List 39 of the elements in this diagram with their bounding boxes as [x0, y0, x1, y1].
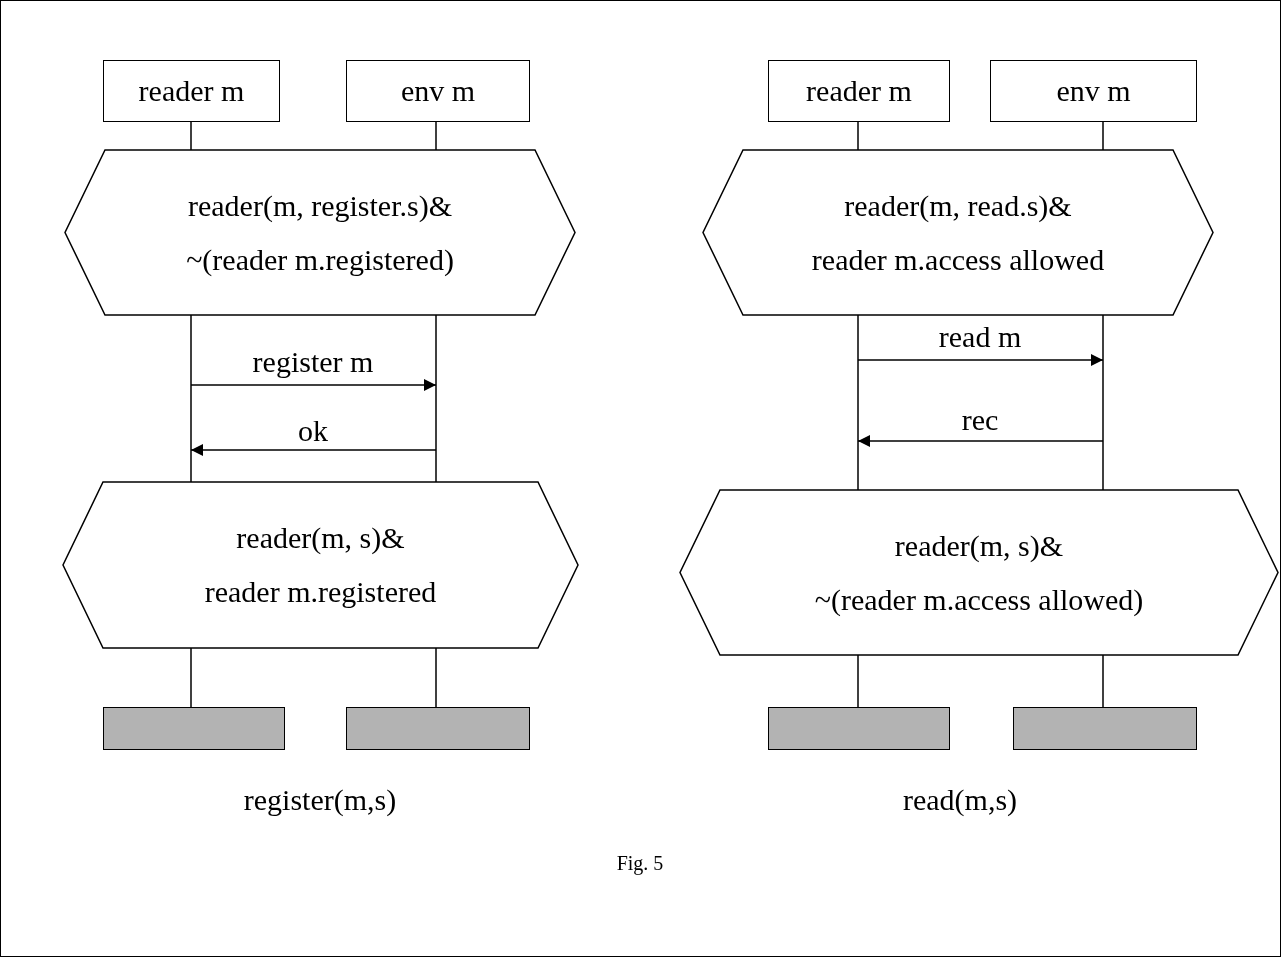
end-bar	[768, 707, 950, 750]
lifeline	[435, 647, 437, 708]
message-label: read m	[938, 322, 1022, 352]
lifeline	[435, 121, 437, 151]
lifeline	[1102, 121, 1104, 151]
condition-text: reader(m, s)&	[236, 523, 405, 553]
end-bar	[103, 707, 285, 750]
lifeline-name: env m	[1056, 76, 1131, 106]
lifeline-head-box	[990, 60, 1197, 122]
condition-text: ~(reader m.access allowed)	[814, 584, 1144, 615]
lifeline-head-box	[103, 60, 280, 122]
condition-text: ~(reader m.registered)	[186, 244, 454, 275]
condition-text: reader(m, s)&	[894, 530, 1064, 561]
lifeline	[190, 121, 192, 151]
lifeline	[857, 654, 859, 708]
lifeline	[1102, 654, 1104, 708]
lifeline-name: reader m	[138, 76, 245, 106]
lifeline	[857, 314, 859, 491]
figure-caption: Fig. 5	[616, 852, 664, 875]
message-label: rec	[961, 405, 999, 435]
lifeline-name: reader m	[806, 76, 912, 106]
condition-text: reader m.registered	[204, 577, 437, 607]
diagram-name: read(m,s)	[902, 785, 1018, 815]
lifeline	[435, 314, 437, 483]
message-label: register m	[252, 347, 374, 377]
lifeline	[190, 314, 192, 483]
lifeline-head-box	[768, 60, 950, 122]
lifeline-head-box	[346, 60, 530, 122]
end-bar	[1013, 707, 1197, 750]
condition-text: reader m.access allowed	[811, 244, 1105, 275]
diagram-name: register(m,s)	[243, 785, 397, 815]
lifeline	[190, 647, 192, 708]
lifeline	[1102, 314, 1104, 491]
end-bar	[346, 707, 530, 750]
message-label: ok	[298, 416, 328, 446]
condition-text: reader(m, read.s)&	[844, 190, 1072, 221]
lifeline-name: env m	[400, 76, 476, 106]
lifeline	[857, 121, 859, 151]
condition-text: reader(m, register.s)&	[187, 190, 453, 221]
